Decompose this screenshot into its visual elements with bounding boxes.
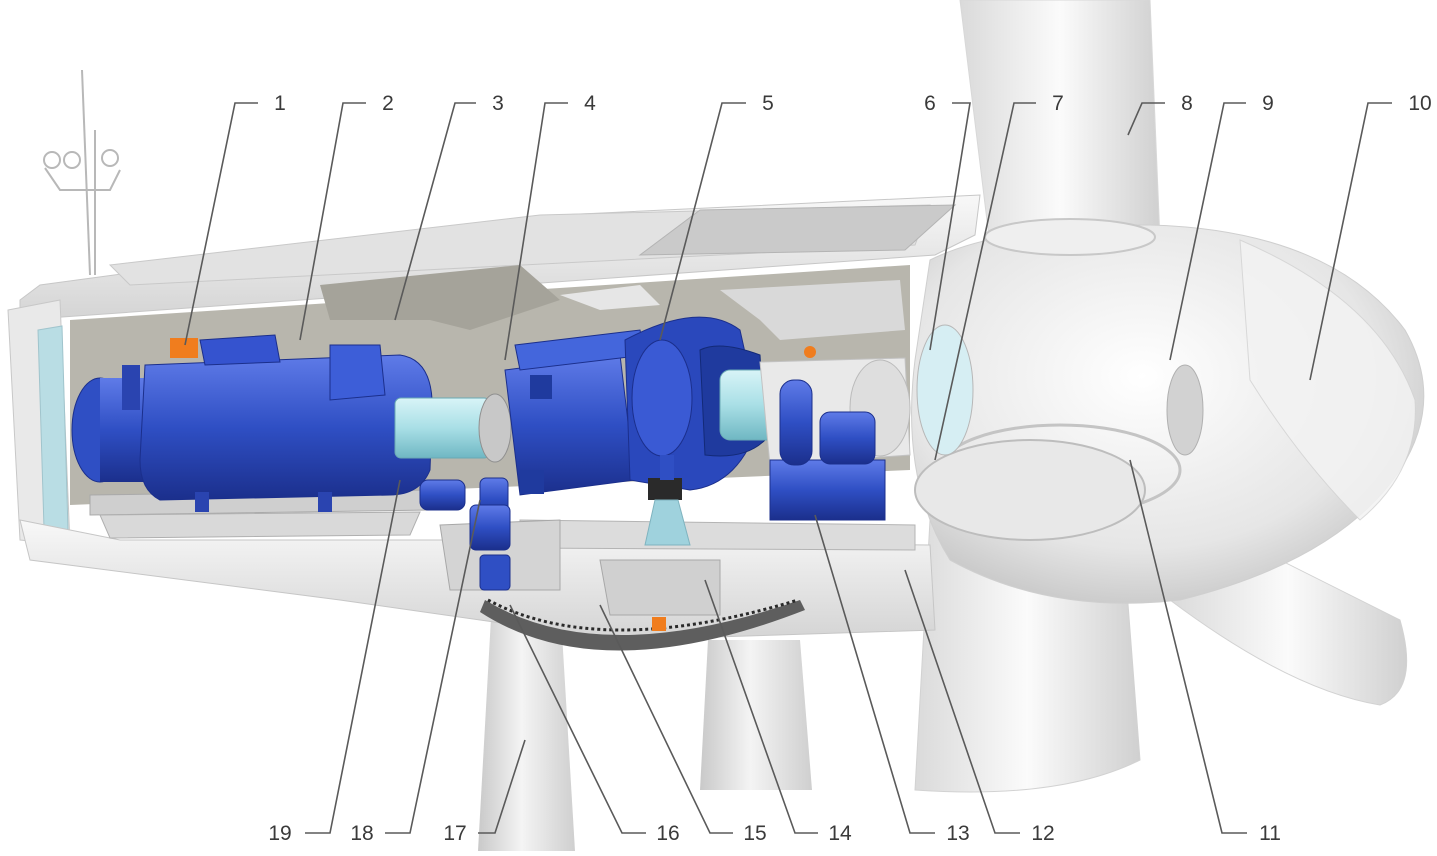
callout-18: 18 xyxy=(350,499,481,845)
callout-number-1: 1 xyxy=(274,92,286,115)
callout-7: 7 xyxy=(934,92,1064,461)
callout-number-18: 18 xyxy=(350,822,373,845)
leader-line-18 xyxy=(385,499,481,834)
blade-bearing-ring-outer xyxy=(914,439,1146,541)
callout-number-12: 12 xyxy=(1031,822,1054,845)
leader-line-16 xyxy=(509,604,646,834)
torque-support xyxy=(644,455,691,546)
wind-sensor-mast xyxy=(43,69,121,276)
callout-9: 9 xyxy=(1169,92,1274,361)
callout-number-10: 10 xyxy=(1408,92,1431,115)
callout-12: 12 xyxy=(904,569,1055,845)
callout-16: 16 xyxy=(509,604,680,845)
callout-number-11: 11 xyxy=(1259,822,1281,845)
leader-line-8 xyxy=(1127,102,1165,136)
callout-5: 5 xyxy=(659,92,774,341)
callout-number-6: 6 xyxy=(924,92,936,115)
yaw-drives xyxy=(419,477,511,591)
callout-11: 11 xyxy=(1129,459,1281,845)
callout-number-9: 9 xyxy=(1262,92,1274,115)
leader-line-7 xyxy=(934,102,1036,461)
spinner-nose xyxy=(1239,239,1416,521)
leader-line-19 xyxy=(305,479,401,834)
cooler-orange xyxy=(170,338,198,358)
tower xyxy=(478,600,812,851)
leader-line-17 xyxy=(478,739,526,834)
callout-number-2: 2 xyxy=(382,92,394,115)
leader-line-6 xyxy=(929,102,971,351)
callout-17: 17 xyxy=(443,739,526,845)
blade-bearing-top xyxy=(984,218,1156,256)
leader-line-12 xyxy=(904,569,1020,834)
yaw-brake-marker xyxy=(652,617,666,631)
leader-line-9 xyxy=(1169,102,1246,361)
callout-2: 2 xyxy=(299,92,394,341)
rotor-hub xyxy=(911,218,1425,604)
callout-number-15: 15 xyxy=(743,822,766,845)
leader-line-5 xyxy=(659,102,746,341)
callout-number-5: 5 xyxy=(762,92,774,115)
callout-number-14: 14 xyxy=(828,822,852,845)
leader-line-10 xyxy=(1309,102,1392,381)
yaw-gear-ring xyxy=(480,598,805,651)
callout-number-16: 16 xyxy=(656,822,679,845)
leader-line-14 xyxy=(704,579,818,834)
callout-8: 8 xyxy=(1127,92,1193,136)
callout-number-8: 8 xyxy=(1181,92,1193,115)
callout-14: 14 xyxy=(704,579,852,845)
leader-line-15 xyxy=(599,604,733,834)
leader-line-13 xyxy=(814,514,935,834)
leader-line-11 xyxy=(1129,459,1247,834)
leader-line-1 xyxy=(184,102,258,346)
callout-number-19: 19 xyxy=(268,822,291,845)
leader-line-4 xyxy=(504,102,568,361)
callout-13: 13 xyxy=(814,514,970,845)
high-speed-coupling xyxy=(394,393,512,463)
leader-line-2 xyxy=(299,102,366,341)
hub-opening-left xyxy=(916,324,974,456)
generator xyxy=(71,334,433,512)
callout-1: 1 xyxy=(184,92,286,346)
callout-number-3: 3 xyxy=(492,92,504,115)
callout-19: 19 xyxy=(268,479,401,845)
callout-10: 10 xyxy=(1309,92,1432,381)
callout-4: 4 xyxy=(504,92,596,361)
callout-15: 15 xyxy=(599,604,767,845)
callout-number-7: 7 xyxy=(1052,92,1064,115)
callout-6: 6 xyxy=(924,92,971,351)
leader-line-3 xyxy=(394,102,476,321)
callout-number-17: 17 xyxy=(443,822,466,845)
callout-3: 3 xyxy=(394,92,504,321)
callout-number-13: 13 xyxy=(946,822,969,845)
callout-number-4: 4 xyxy=(584,92,596,115)
hub-opening-right xyxy=(1166,364,1204,456)
roof-hatch xyxy=(638,204,957,256)
hydraulic-unit xyxy=(769,346,886,521)
